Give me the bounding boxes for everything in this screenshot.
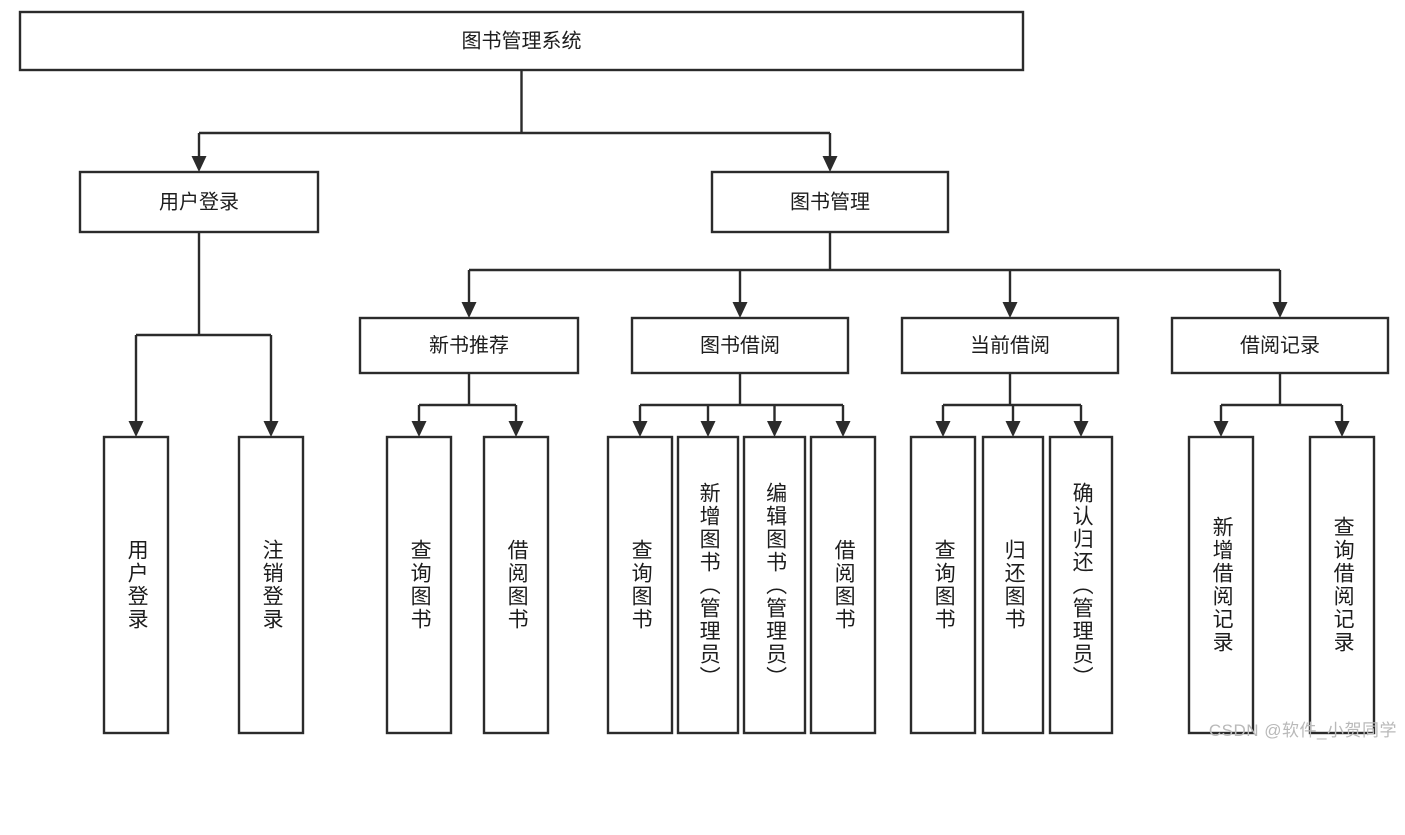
connectors-layer	[128, 70, 1350, 437]
node-leaf-12	[1308, 435, 1376, 735]
arrow-down-icon	[191, 156, 207, 172]
node-leaf-0	[102, 435, 170, 735]
node-leaf-2	[385, 435, 453, 735]
node-level3-0	[358, 316, 580, 375]
node-level3-1	[630, 316, 850, 375]
node-level3-3	[1170, 316, 1390, 375]
arrow-down-icon	[1334, 421, 1350, 437]
node-leaf-5	[676, 435, 740, 735]
node-leaf-10	[1048, 435, 1114, 735]
node-level3-2-label: 当前借阅	[970, 334, 1050, 357]
node-level2-0-label: 用户登录	[159, 190, 239, 213]
arrow-down-icon	[935, 421, 951, 437]
arrow-down-icon	[732, 302, 748, 318]
node-leaf-3	[482, 435, 550, 735]
arrow-down-icon	[700, 421, 716, 437]
arrow-down-icon	[1073, 421, 1089, 437]
node-level2-0	[78, 170, 320, 234]
node-level3-3-label: 借阅记录	[1240, 334, 1320, 357]
node-leaf-11	[1187, 435, 1255, 735]
node-root	[18, 10, 1025, 72]
arrow-down-icon	[1002, 302, 1018, 318]
node-level3-0-label: 新书推荐	[429, 334, 509, 357]
arrow-down-icon	[822, 156, 838, 172]
arrow-down-icon	[1005, 421, 1021, 437]
node-level2-1-label: 图书管理	[790, 190, 870, 213]
watermark: CSDN @软件_小贺同学	[1208, 721, 1397, 740]
node-level2-1	[710, 170, 950, 234]
arrow-down-icon	[411, 421, 427, 437]
arrow-down-icon	[767, 421, 782, 437]
node-leaf-9	[981, 435, 1045, 735]
arrow-down-icon	[1272, 302, 1288, 318]
node-root-label: 图书管理系统	[462, 29, 582, 52]
node-leaf-8	[909, 435, 977, 735]
arrow-down-icon	[128, 421, 144, 437]
node-leaf-7	[809, 435, 877, 735]
arrow-down-icon	[263, 421, 279, 437]
arrow-down-icon	[1213, 421, 1229, 437]
node-leaf-6	[742, 435, 807, 735]
boxes-layer	[18, 10, 1390, 735]
arrow-down-icon	[461, 302, 477, 318]
node-level3-2	[900, 316, 1120, 375]
arrow-down-icon	[632, 421, 648, 437]
arrow-down-icon	[835, 421, 851, 437]
node-leaf-4	[606, 435, 674, 735]
node-level3-1-label: 图书借阅	[700, 334, 780, 357]
node-leaf-1	[237, 435, 305, 735]
arrow-down-icon	[508, 421, 524, 437]
org-chart-diagram: 图书管理系统用户登录图书管理新书推荐图书借阅当前借阅借阅记录 用户登录注销登录查…	[18, 10, 1397, 740]
